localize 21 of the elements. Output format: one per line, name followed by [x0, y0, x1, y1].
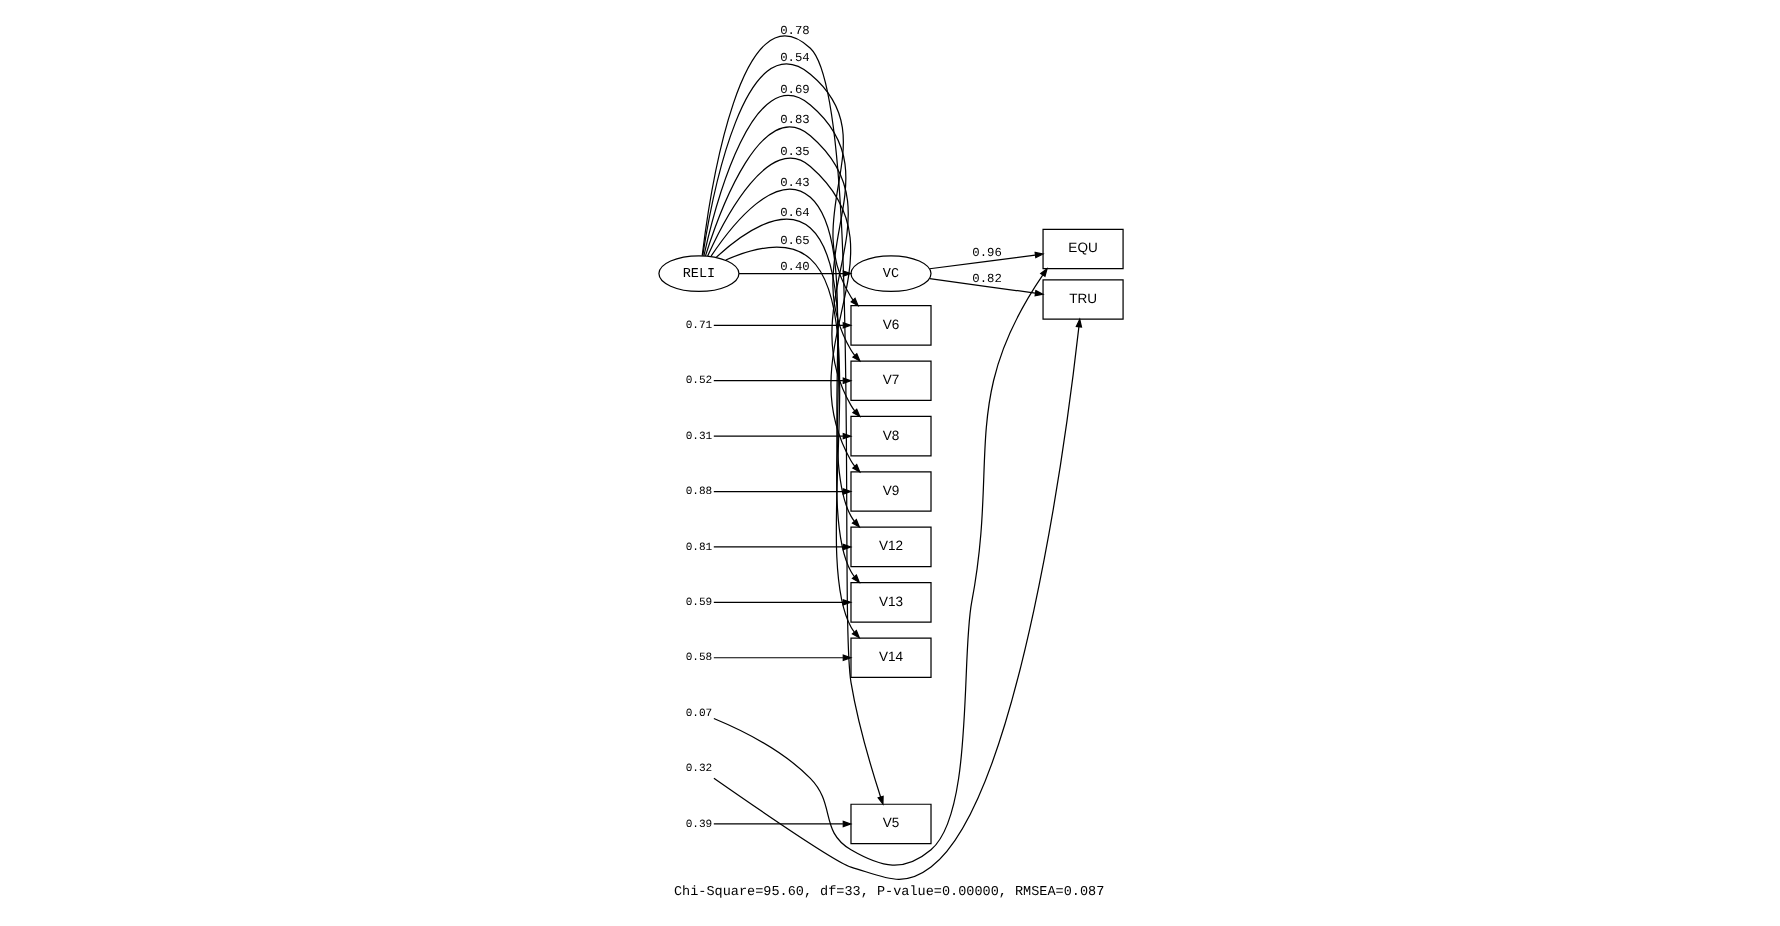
- arrow: [928, 250, 1044, 269]
- arrow: [712, 597, 852, 605]
- arrow: [712, 487, 852, 494]
- arrow: [709, 187, 860, 528]
- arrow: [706, 156, 860, 473]
- arrow: [712, 266, 1048, 865]
- arrow: [712, 542, 852, 550]
- arrow: [724, 245, 860, 639]
- arrow: [737, 269, 852, 277]
- arrow: [700, 35, 883, 805]
- arrow: [712, 819, 852, 827]
- arrow: [714, 217, 860, 583]
- arrow: [712, 431, 852, 439]
- arrow: [702, 94, 861, 362]
- arrow: [712, 376, 852, 384]
- arrow: [712, 316, 1082, 879]
- arrow: [701, 63, 859, 307]
- arrow: [712, 653, 852, 661]
- arrow: [928, 277, 1044, 296]
- arrow: [703, 125, 861, 417]
- arrow: [712, 320, 852, 328]
